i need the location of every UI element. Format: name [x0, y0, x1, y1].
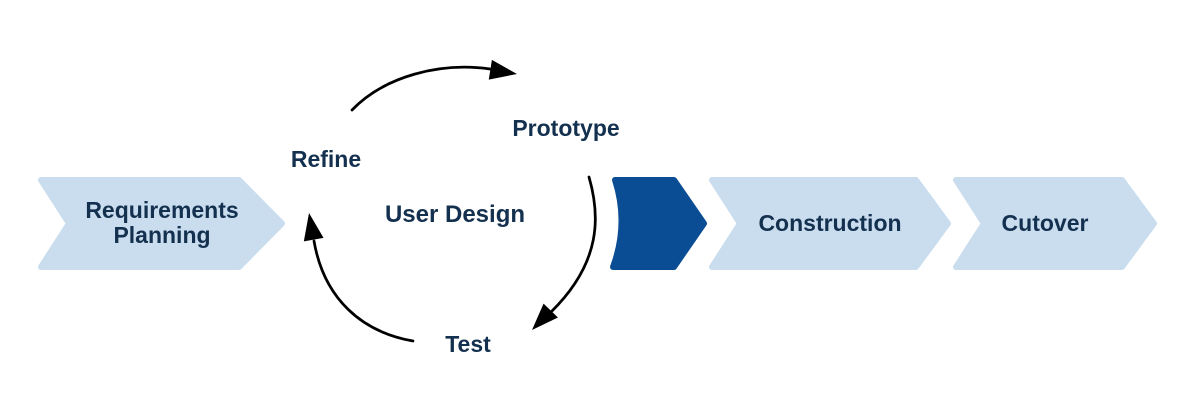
cycle-center-label-user-design: User Design [385, 201, 525, 228]
stage-requirements-planning-label-line1: Requirements [85, 197, 238, 223]
arrowhead-prototype-to-test [532, 303, 558, 330]
stage-requirements-planning-label-line2: Planning [113, 222, 210, 248]
stage-requirements-planning: Requirements Planning [38, 177, 285, 270]
stage-requirements-planning-shape [38, 177, 285, 270]
arrowhead-refine-to-prototype [488, 59, 517, 80]
cycle-label-refine: Refine [291, 146, 361, 172]
accent-arrow-user-design-shape [610, 177, 707, 270]
cycle-label-prototype: Prototype [512, 115, 619, 141]
stage-user-design-transition [610, 177, 707, 270]
stage-cutover-label: Cutover [1002, 210, 1089, 236]
stage-cutover-shape [953, 177, 1157, 270]
stage-construction: Construction [709, 177, 951, 270]
arrowhead-test-to-refine [303, 213, 324, 242]
stage-construction-shape [709, 177, 951, 270]
cycle-arc-refine-to-prototype [350, 65, 492, 112]
cycle-arc-test-to-refine [312, 239, 415, 343]
stage-cutover: Cutover [953, 177, 1157, 270]
cycle-label-test: Test [445, 331, 491, 357]
user-design-cycle: Refine Prototype User Design Test [291, 59, 620, 357]
stage-construction-label: Construction [758, 210, 901, 236]
cycle-arc-prototype-to-test [549, 175, 597, 314]
